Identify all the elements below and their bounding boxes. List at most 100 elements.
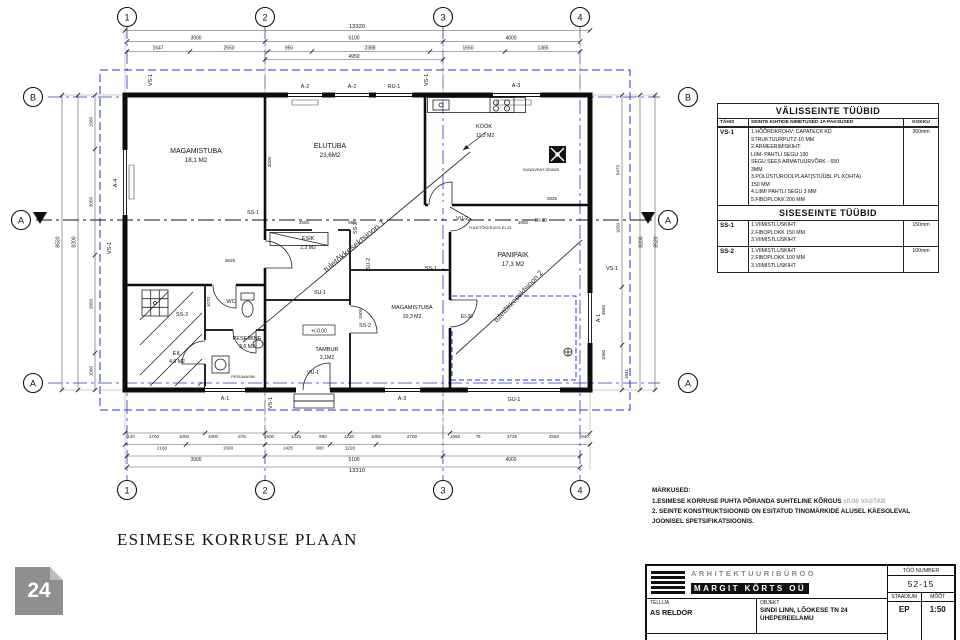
level-mark: +/-0.00 (311, 329, 327, 335)
grid-bubbles (10, 6, 699, 501)
dim-value: 1070 (206, 296, 211, 307)
door-label: VU-1 (307, 370, 319, 376)
window-label: GU-1 (508, 397, 521, 403)
dim-value: 8200 (72, 236, 78, 247)
stairs-hatch (139, 291, 203, 387)
grid-col-label: 3 (440, 13, 445, 23)
scale-label: MÕÕT (930, 594, 946, 600)
wall-type-layers: 1.VIIMISTLUSKIHT 2.FIBOPLOKK 150 MM 3.VI… (749, 221, 904, 246)
title-block: ARHITEKTUURIBÜROO MARGIT KÕRTS OÜ TELLIJ… (645, 564, 956, 640)
object-cell: OBJEKT SINDI LINN, LÕOKESE TN 24 ÜHEPERE… (757, 599, 887, 633)
dim-value: 2825 (547, 196, 558, 201)
dim-value: 13310 (349, 468, 365, 474)
table-row: SS-2 1.VIIMISTLUSKIHT 2.FIBOPLOKK 100 MM… (718, 245, 938, 272)
entry-step (293, 400, 335, 409)
door-label: SU-2 (366, 258, 372, 270)
dim-value: 1941 (624, 368, 629, 379)
room-area: 2,3 M2 (300, 245, 316, 251)
stove (489, 97, 515, 113)
table-row: SS-1 1.VIIMISTLUSKIHT 2.FIBOPLOKK 150 MM… (718, 220, 938, 246)
wall-type-layers: 1.VIIMISTLUSKIHT 2.FIBOPLOKK 100 MM 3.VI… (749, 246, 904, 272)
section-line (33, 212, 655, 224)
grid-col-label: 1 (124, 486, 129, 496)
client-name: AS RELDOR (650, 608, 693, 617)
wall-type-label: SS-2 (359, 323, 371, 329)
job-number: 52-15 (888, 576, 954, 593)
hall-closet (269, 232, 329, 246)
dim-value: 1650 (518, 220, 529, 225)
table-row: VS-1 1.HÕÕRDKROHV: CAPATECK KD STRUKTUUR… (718, 127, 938, 206)
dim-value: 75 (475, 434, 481, 439)
dim-value: 8520 (654, 236, 660, 247)
dim-value: 1060 (89, 365, 94, 376)
dim-value: 2550 (299, 220, 310, 225)
window-label: A-4 (113, 179, 119, 187)
grid-col-label: 4 (577, 486, 582, 496)
stage-scale-values: EP 1:50 (888, 602, 954, 640)
room-label: PESEMINE (233, 336, 262, 342)
object-label: OBJEKT (760, 600, 780, 606)
client-object-row: TELLIJA AS RELDOR OBJEKT SINDI LINN, LÕO… (647, 599, 887, 633)
dim-value: 140 (127, 434, 135, 439)
exterior-walls-table-title: VÄLISSEINTE TÜÜBID (775, 106, 881, 116)
note-text: 1.ESIMESE KORRUSE PUHTA PÕRANDA SUHTELIN… (652, 497, 842, 505)
dim-value: 2160 (157, 446, 168, 451)
window-label: A-2 (301, 84, 309, 90)
dim-value: 1050 (371, 434, 382, 439)
window-label: A-1 (221, 396, 229, 402)
grid-row-label: A (685, 379, 691, 389)
window-label: A-1 (596, 314, 602, 322)
dim-value: 1060 (601, 349, 606, 360)
grid-bubble-labels: 1 2 3 4 1 2 3 4 B B A A A A (18, 13, 691, 496)
column-header-kokku: KOKKU (912, 120, 930, 125)
job-number-label: TÖÖ NUMBER (888, 566, 954, 576)
dim-value: 2388 (364, 46, 375, 52)
dim-value: 3725 (507, 434, 518, 439)
fire-zone-boundary (242, 151, 583, 355)
stage-scale-labels: STAADIUM MÕÕT (888, 593, 954, 602)
dim-value: 3625 (225, 258, 236, 263)
door-swings (181, 181, 478, 391)
dim-value: 1650 (450, 434, 461, 439)
room-label: PANIPAIK (497, 252, 529, 259)
door-openings (202, 202, 453, 394)
dim-value: 950 (285, 46, 294, 52)
notes-title: MÄRKUSED: (652, 487, 691, 494)
plan-title: ESIMESE KORRUSE PLAAN (117, 530, 358, 549)
wall-type-layers: 1.HÕÕRDKROHV: CAPATECK KD STRUKTUURPUTZ-… (749, 128, 904, 206)
architect-row: ARHITEKT (647, 633, 887, 640)
firm-name-line1: ARHITEKTUURIBÜROO (691, 568, 816, 578)
grid-col-label: 2 (262, 13, 267, 23)
note-text-faded: ±0.00 VASTAB (843, 497, 886, 505)
wall-type-label: VS-1 (268, 397, 274, 409)
stage-label: STAADIUM (888, 593, 922, 601)
firm-row: ARHITEKTUURIBÜROO MARGIT KÕRTS OÜ (647, 566, 887, 599)
wall-type-label: SS-1 (425, 266, 437, 272)
room-area: 3,1M2 (320, 355, 335, 361)
page-number-badge: 24 (15, 567, 63, 615)
dim-value: 1500 (223, 446, 234, 451)
wall-type-label: VS-1 (424, 74, 430, 86)
washbasin (252, 339, 264, 349)
room-label: TAMBUR (315, 347, 338, 353)
notes-block: MÄRKUSED: 1.ESIMESE KORRUSE PUHTA PÕRAND… (652, 486, 954, 526)
dim-value: 2550 (223, 46, 234, 52)
dim-value: 1385 (537, 46, 548, 52)
dim-value: 940 (581, 434, 589, 439)
grid-col-label: 3 (440, 486, 445, 496)
wall-type-label: VS-1 (606, 266, 618, 272)
dim-value: 4000 (505, 36, 516, 42)
dim-value: 5473 (616, 164, 621, 175)
client-cell: TELLIJA AS RELDOR (647, 599, 757, 633)
object-address: SINDI LINN, LÕOKESE TN 24 (760, 607, 848, 614)
dim-value: 1500 (264, 434, 275, 439)
room-area: 10,3 M2 (403, 314, 422, 320)
fire-rating-label: EI-30 (535, 218, 547, 224)
room-label: EIL (173, 351, 181, 357)
appliance-label: PESUMASIN (231, 374, 255, 379)
dim-value: 3000 (267, 156, 272, 167)
dim-value: 1650 (616, 222, 621, 233)
architect-logo-icon (651, 570, 685, 594)
folded-corner-icon (50, 567, 63, 580)
dim-value: 2850 (89, 298, 94, 309)
